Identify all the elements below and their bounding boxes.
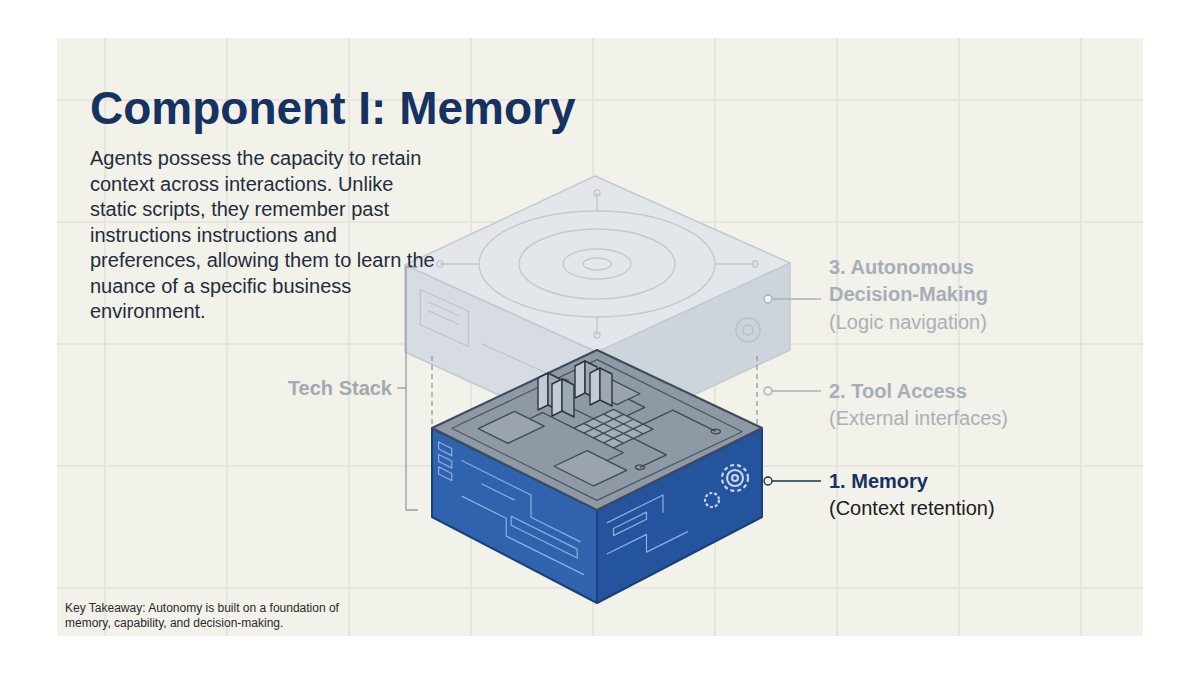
slide-card	[57, 38, 1143, 636]
body-text: Agents possess the capacity to retain co…	[90, 146, 435, 325]
grid	[57, 38, 1143, 636]
memory-block	[432, 350, 762, 603]
layer-name: 2. Tool Access	[829, 378, 1089, 404]
stack-bracket	[397, 267, 418, 510]
memory-chips	[538, 361, 612, 417]
layer-caption: (External interfaces)	[829, 405, 1129, 431]
layer-caption: (Logic navigation)	[829, 309, 1089, 335]
layer-name: 1. Memory	[829, 468, 1089, 494]
bracket-label: Tech Stack	[262, 376, 392, 400]
layer-name: 3. Autonomous Decision-Making	[829, 254, 1019, 308]
layer-caption: (Context retention)	[829, 495, 1129, 521]
key-takeaway: Key Takeaway: Autonomy is built on a fou…	[65, 601, 365, 631]
gear-icon	[705, 465, 748, 507]
ghost-block	[405, 176, 790, 440]
callout-leaders	[764, 295, 821, 485]
slide-title: Component I: Memory	[90, 82, 790, 134]
